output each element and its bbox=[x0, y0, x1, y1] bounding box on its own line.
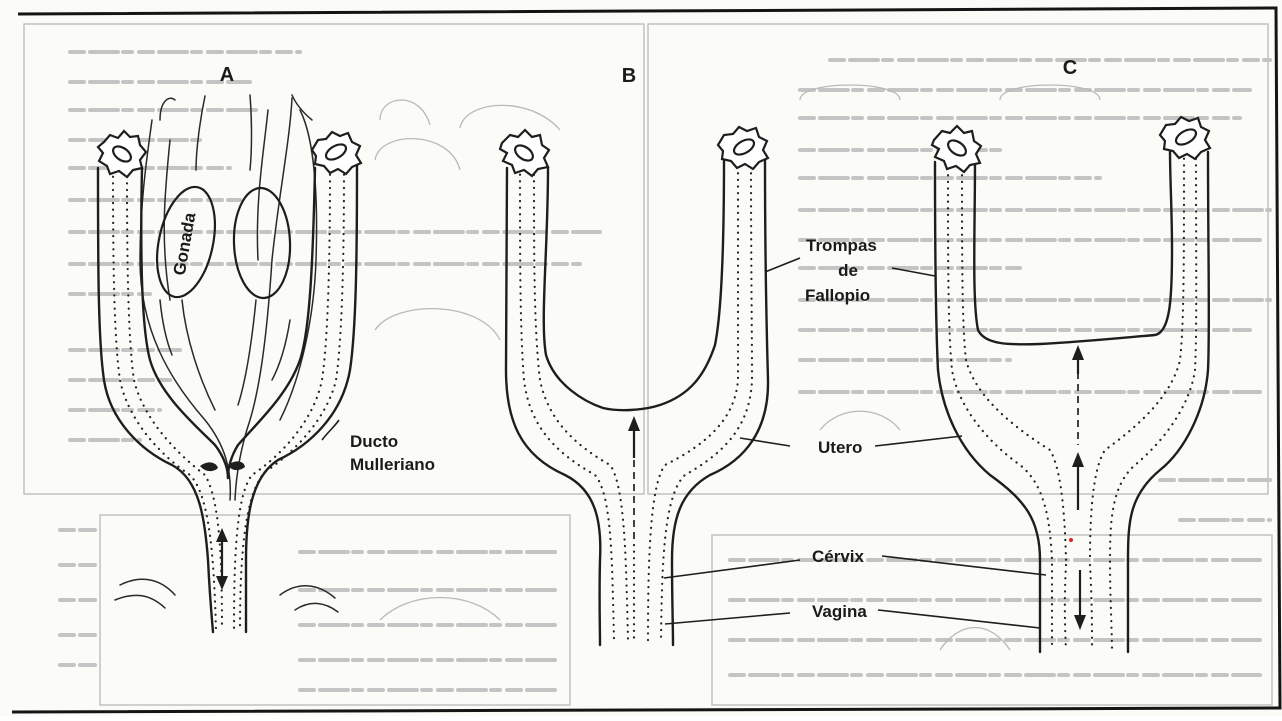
red-mark bbox=[1069, 538, 1073, 542]
panel-a-letter: A bbox=[220, 64, 234, 86]
label-cervix: Cérvix bbox=[812, 547, 865, 566]
panel-c-letter: C bbox=[1063, 57, 1077, 79]
label-trompas-line1: Trompas bbox=[806, 236, 877, 255]
label-vagina: Vagina bbox=[812, 602, 867, 621]
label-ducto-line1: Ducto bbox=[350, 432, 398, 451]
label-utero: Utero bbox=[818, 438, 862, 457]
label-trompas-line2: de bbox=[838, 261, 858, 280]
label-trompas-line3: Fallopio bbox=[805, 286, 870, 305]
label-ducto-line2: Mulleriano bbox=[350, 455, 435, 474]
panel-b-letter: B bbox=[622, 65, 636, 87]
